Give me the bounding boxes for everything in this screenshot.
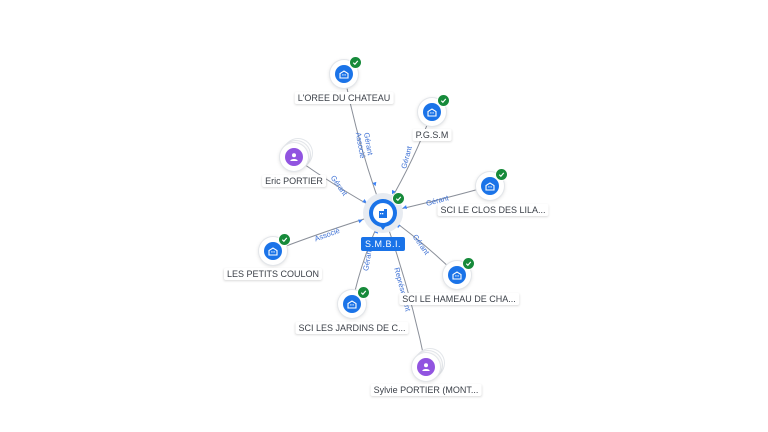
node-label-jardins[interactable]: SCI LES JARDINS DE C...: [295, 322, 409, 334]
edge-label-pgsm: Gérant: [399, 144, 414, 169]
node-label-hameau[interactable]: SCI LE HAMEAU DE CHA...: [399, 293, 519, 305]
verified-check-icon: [462, 257, 475, 270]
node-circle[interactable]: [418, 94, 450, 126]
node-circle[interactable]: [280, 143, 308, 171]
node-circle[interactable]: [476, 168, 508, 200]
node-label-pgsm[interactable]: P.G.S.M: [412, 129, 452, 141]
building-icon: [335, 65, 353, 83]
company-node-pgsm[interactable]: [418, 94, 450, 126]
verified-check-icon: [437, 94, 450, 107]
node-circle[interactable]: [330, 56, 362, 88]
verified-check-icon: [357, 286, 370, 299]
building-icon: [379, 209, 387, 218]
person-icon: [417, 358, 435, 376]
person-node-sylvie[interactable]: [412, 349, 444, 381]
verified-check-icon: [392, 192, 405, 205]
edge-label-coulon: Associé: [313, 226, 341, 243]
edge-label-hameau: Gérant: [411, 233, 432, 258]
building-icon: [448, 266, 466, 284]
node-circle[interactable]: [259, 233, 291, 265]
company-node-loree[interactable]: [330, 56, 362, 88]
building-icon: [343, 295, 361, 313]
edge-label-sylvie: Représentant: [392, 266, 413, 313]
location-pin-icon: [369, 199, 397, 230]
edge-label-jardins: Gérant: [361, 247, 374, 272]
node-circle[interactable]: [338, 286, 370, 318]
node-label-clos[interactable]: SCI LE CLOS DES LILA...: [437, 204, 549, 216]
person-icon: [285, 148, 303, 166]
verified-check-icon: [495, 168, 508, 181]
company-node-hameau[interactable]: [443, 257, 475, 289]
edge-arrow-clos: [402, 205, 408, 209]
edge-label-eric: Gérant: [329, 174, 350, 199]
node-label-eric[interactable]: Eric PORTIER: [262, 175, 326, 187]
node-label-coulon[interactable]: LES PETITS COULON: [223, 268, 323, 280]
node-label-sylvie[interactable]: Sylvie PORTIER (MONT...: [370, 384, 482, 396]
node-circle[interactable]: [412, 353, 440, 381]
edge-arrow-coulon: [358, 219, 363, 224]
building-icon: [423, 103, 441, 121]
edge-arrow-loree: [372, 181, 377, 187]
edge-label-loree: GérantAssocié: [354, 130, 375, 159]
node-label-loree[interactable]: L'OREE DU CHATEAU: [294, 92, 394, 104]
company-node-jardins[interactable]: [338, 286, 370, 318]
person-node-eric[interactable]: [280, 139, 312, 171]
building-icon: [481, 177, 499, 195]
center-entity-label[interactable]: S.M.B.I.: [360, 237, 406, 251]
building-icon: [264, 242, 282, 260]
verified-check-icon: [349, 56, 362, 69]
node-circle[interactable]: [443, 257, 475, 289]
verified-check-icon: [278, 233, 291, 246]
company-node-clos[interactable]: [476, 168, 508, 200]
company-node-coulon[interactable]: [259, 233, 291, 265]
